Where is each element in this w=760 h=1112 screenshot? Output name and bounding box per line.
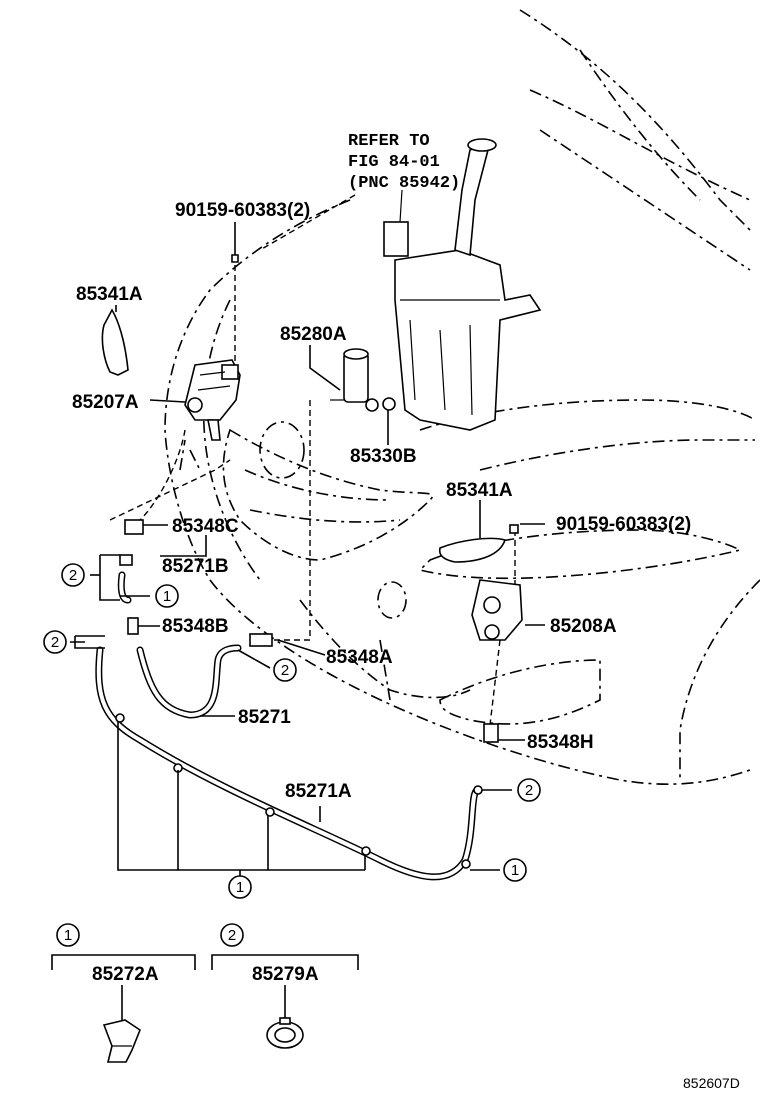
legend-callout-1: 1 [64,927,72,944]
label-bolt-right: 90159-60383(2) [556,514,691,535]
figure-code: 852607D [683,1075,740,1091]
label-85348A: 85348A [326,647,393,668]
label-85348B: 85348B [162,616,229,637]
legend-callout-2: 2 [228,927,236,944]
label-85272A: 85272A [92,964,159,985]
callout-1-c: 1 [236,879,244,896]
label-85348H: 85348H [527,732,594,753]
callout-2-b: 2 [51,634,59,651]
label-bolt-left: 90159-60383(2) [175,200,310,221]
label-85348C: 85348C [172,516,239,537]
refer-line-1: REFER TO [348,132,430,151]
headlamp-cleaner-actuator-85208A [471,524,523,641]
leader-lines [51,222,545,1025]
clamp-85279A [266,1017,304,1049]
callout-2-d: 2 [525,782,533,799]
washer-pump-85280A [330,348,396,412]
label-85208A: 85208A [550,616,617,637]
callout-1-b: 1 [511,862,519,879]
label-85341A-right: 85341A [446,480,513,501]
label-85271: 85271 [238,707,291,728]
label-85271B: 85271B [162,556,229,577]
label-85279A: 85279A [252,964,319,985]
callout-2-a: 2 [69,567,77,584]
label-85271A: 85271A [285,781,352,802]
callout-1-a: 1 [163,588,171,605]
part-labels: REFER TO FIG 84-01 (PNC 85942) 90159-603… [72,132,740,1091]
clip-85272A [102,1019,141,1063]
label-85207A: 85207A [72,392,139,413]
headlamp-cleaner-actuator-85207A [184,254,241,441]
label-85280A: 85280A [280,324,347,345]
cover-85341A-right [438,537,507,563]
refer-line-2: FIG 84-01 [348,153,440,172]
label-85341A-left: 85341A [76,284,143,305]
label-85330B: 85330B [350,446,417,467]
callout-2-c: 2 [281,662,289,679]
cover-85341A-left [101,308,129,376]
hoses [95,519,499,881]
washer-tank [383,138,542,431]
refer-line-3: (PNC 85942) [348,174,460,193]
callout-circles: 2 1 2 2 2 1 1 1 2 [43,563,541,947]
